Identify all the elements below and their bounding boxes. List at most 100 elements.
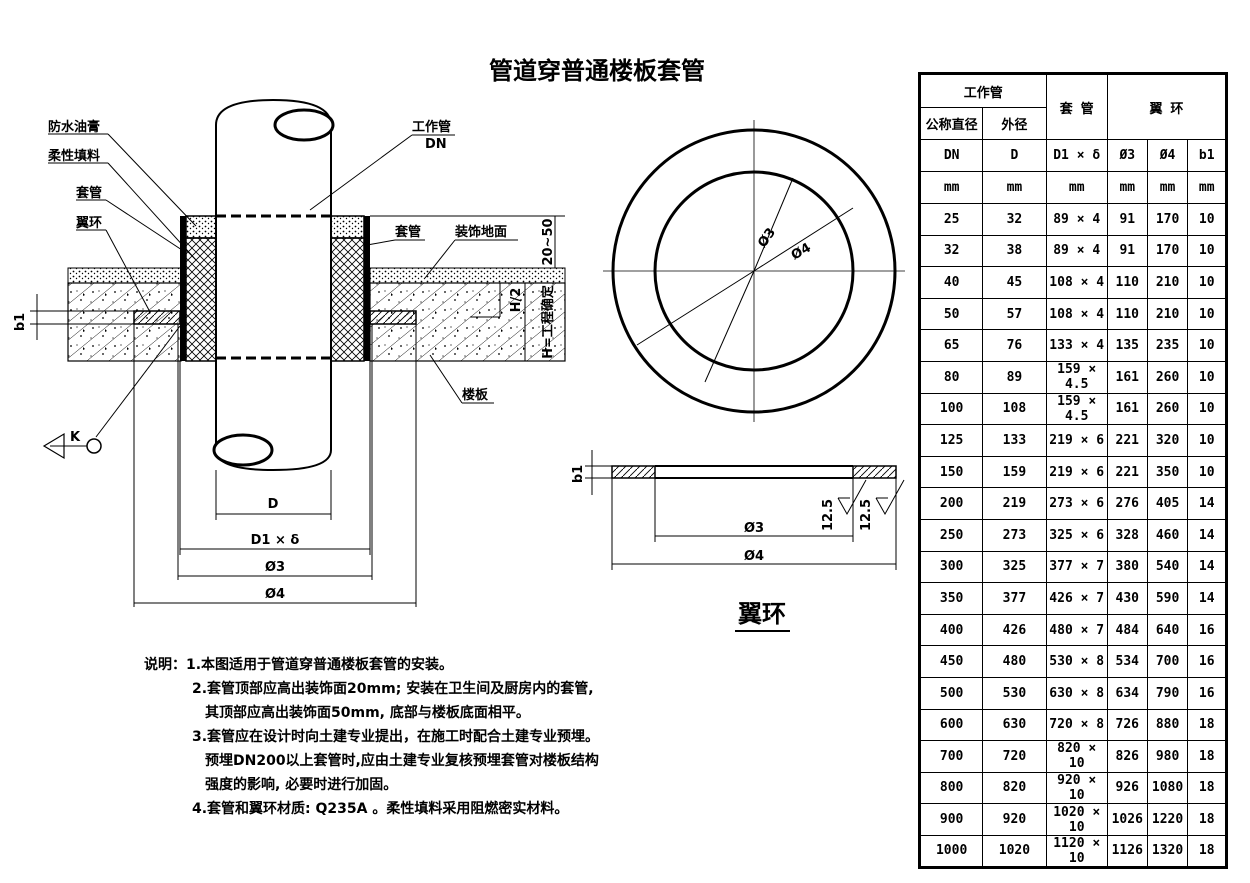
table-cell: 820 xyxy=(982,771,1047,805)
table-cell: 400 xyxy=(918,613,984,647)
table-cell: 920 xyxy=(982,803,1047,836)
table-cell: 159 × 4.5 xyxy=(1045,360,1108,394)
unit-cell: mm xyxy=(1146,171,1189,204)
table-cell: 480 × 7 xyxy=(1045,613,1108,647)
hdr-sleeve: 套 管 xyxy=(1045,73,1108,140)
table-cell: 450 xyxy=(918,645,984,678)
table-cell: 1020 xyxy=(982,834,1047,868)
section-phi4: Ø4 xyxy=(744,549,764,564)
dim-d1-delta: D1 × δ xyxy=(251,533,300,548)
table-cell: 426 xyxy=(982,613,1047,647)
table-cell: 200 xyxy=(918,487,984,520)
table-cell: 350 xyxy=(1146,455,1189,489)
label-waterproof-paste: 防水油膏 xyxy=(48,119,100,135)
table-cell: 480 xyxy=(982,645,1047,678)
unit-cell: mm xyxy=(918,171,984,204)
table-cell: 16 xyxy=(1187,676,1227,710)
table-cell: 500 xyxy=(918,676,984,710)
table-cell: 89 × 4 xyxy=(1045,203,1108,236)
label-floor-slab: 楼板 xyxy=(462,387,489,403)
table-cell: 135 xyxy=(1106,329,1148,362)
table-cell: 45 xyxy=(982,266,1047,299)
table-cell: 210 xyxy=(1146,266,1189,299)
table-cell: 700 xyxy=(1146,645,1189,678)
hdr-work-pipe: 工作管 xyxy=(919,73,1047,108)
table-cell: 10 xyxy=(1187,392,1227,426)
roughness-1: 12.5 xyxy=(821,499,836,531)
table-cell: 405 xyxy=(1146,487,1189,520)
table-cell: 159 xyxy=(982,455,1047,489)
table-cell: 16 xyxy=(1187,645,1227,678)
table-cell: 920 × 10 xyxy=(1045,771,1108,805)
label-sleeve-left: 套管 xyxy=(75,185,102,201)
table-cell: 18 xyxy=(1187,708,1227,742)
note-2: 2.套管顶部应高出装饰面20mm; 安装在卫生间及厨房内的套管, xyxy=(192,681,594,697)
hdr-symbol-row: DN D D1 × δ Ø3 Ø4 b1 xyxy=(918,139,1227,172)
table-cell: 235 xyxy=(1146,329,1189,362)
table-cell: 219 xyxy=(982,487,1047,520)
table-cell: 125 xyxy=(918,424,984,457)
note-4: 4.套管和翼环材质: Q235A 。柔性填料采用阻燃密实材料。 xyxy=(192,801,569,817)
label-work-pipe: 工作管 xyxy=(412,119,451,135)
table-cell: 430 xyxy=(1106,582,1148,615)
table-cell: 170 xyxy=(1146,234,1189,268)
table-cell: 108 × 4 xyxy=(1045,266,1108,299)
table-cell: 10 xyxy=(1187,266,1227,299)
table-cell: 110 xyxy=(1106,297,1148,331)
notes-prefix: 说明： xyxy=(144,657,186,673)
table-cell: 1080 xyxy=(1146,771,1189,805)
table-cell: 590 xyxy=(1146,582,1189,615)
label-sleeve-right: 套管 xyxy=(394,224,421,240)
table-cell: 534 xyxy=(1106,645,1148,678)
table-cell: 880 xyxy=(1146,708,1189,742)
table-cell: 826 xyxy=(1106,740,1148,773)
table-cell: 14 xyxy=(1187,582,1227,615)
dim-h-note: H=工程确定 xyxy=(540,285,556,359)
table-cell: 720 × 8 xyxy=(1045,708,1108,742)
table-cell: 426 × 7 xyxy=(1045,582,1108,615)
table-cell: 540 xyxy=(1146,550,1189,584)
table-cell: 100 xyxy=(918,392,984,426)
dim-b1: b1 xyxy=(13,313,28,331)
table-cell: 91 xyxy=(1106,234,1148,268)
table-cell: 219 × 6 xyxy=(1045,424,1108,457)
table-cell: 1220 xyxy=(1146,803,1189,836)
plan-phi4: Ø4 xyxy=(789,240,814,263)
table-cell: 161 xyxy=(1106,392,1148,426)
sym-d: D xyxy=(982,139,1047,172)
table-cell: 110 xyxy=(1106,266,1148,299)
table-cell: 14 xyxy=(1187,518,1227,552)
table-cell: 790 xyxy=(1146,676,1189,710)
table-cell: 260 xyxy=(1146,392,1189,426)
table-cell: 133 xyxy=(982,424,1047,457)
table-cell: 273 × 6 xyxy=(1045,487,1108,520)
table-cell: 460 xyxy=(1146,518,1189,552)
table-cell: 380 xyxy=(1106,550,1148,584)
table-cell: 210 xyxy=(1146,297,1189,331)
table-cell: 161 xyxy=(1106,360,1148,394)
table-cell: 726 xyxy=(1106,708,1148,742)
table-cell: 18 xyxy=(1187,740,1227,773)
table-cell: 484 xyxy=(1106,613,1148,647)
plan-phi3: Ø3 xyxy=(755,225,779,250)
table-cell: 634 xyxy=(1106,676,1148,710)
table-cell: 700 xyxy=(918,740,984,773)
table-cell: 820 × 10 xyxy=(1045,740,1108,773)
table-cell: 57 xyxy=(982,297,1047,331)
table-cell: 32 xyxy=(918,234,984,268)
note-3-cont2: 强度的影响, 必要时进行加固。 xyxy=(205,777,398,793)
notes: 说明：1.本图适用于管道穿普通楼板套管的安装。 2.套管顶部应高出装饰面20mm… xyxy=(144,653,664,821)
table-cell: 980 xyxy=(1146,740,1189,773)
table-cell: 640 xyxy=(1146,613,1189,647)
